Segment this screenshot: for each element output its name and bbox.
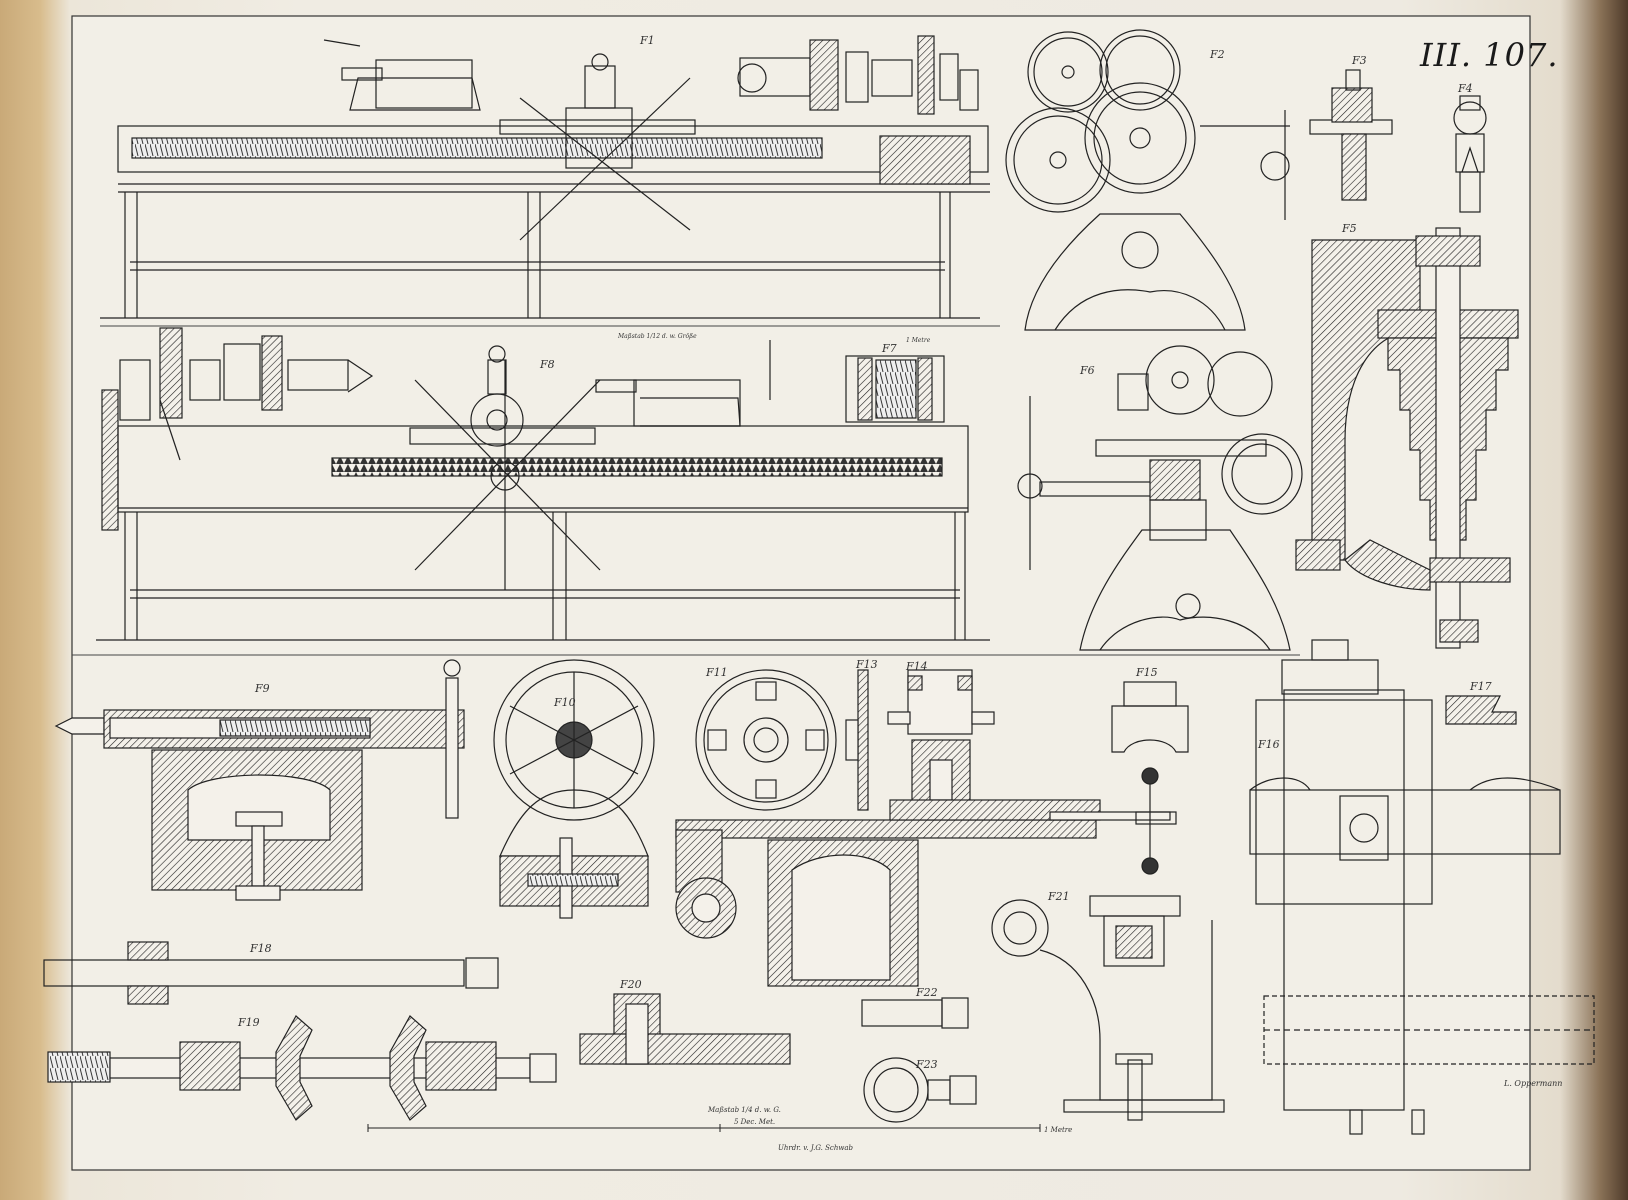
fig-label-f15: F15 (1135, 666, 1158, 679)
faceplate-side-f13 (845, 669, 869, 811)
fig-label-f13: F13 (855, 658, 878, 671)
printer-credit: Uhrdr. v. J.G. Schwab (778, 1144, 854, 1152)
fig-label-f20: F20 (619, 978, 642, 991)
top-scale-end: 1 Metre (906, 337, 931, 344)
bottom-scale-label: Maßstab 1/4 d. w. G. (707, 1106, 781, 1114)
eye-bolt-f23 (863, 1057, 977, 1123)
spindle-detail-f3 (1309, 69, 1393, 201)
bottom-scale-sub: 5 Dec. Met. (734, 1118, 775, 1126)
fig-label-f21: F21 (1047, 890, 1070, 903)
lathe-middle-elevation (96, 327, 990, 641)
gear-train-elevation (1005, 29, 1290, 331)
pin-f22 (861, 997, 969, 1029)
tailstock-section-f9 (54, 659, 465, 901)
flange-section-f20 (579, 993, 791, 1065)
carriage-section-f14 (675, 669, 1171, 987)
faceplate-f11 (695, 669, 837, 811)
fig-label-f7: F7 (881, 342, 897, 355)
fig-label-f23: F23 (915, 1058, 938, 1071)
fig-label-f1: F1 (639, 34, 655, 47)
fig-label-f8: F8 (539, 358, 555, 371)
section-dividers (72, 325, 1300, 656)
fig-label-f10: F10 (553, 696, 576, 709)
fig-label-f11: F11 (705, 666, 728, 679)
fig-label-f2: F2 (1209, 48, 1225, 61)
engraver-credit: L. Oppermann (1503, 1079, 1562, 1088)
fig-label-f4: F4 (1457, 82, 1473, 95)
headstock-end-view-f6 (1017, 345, 1303, 651)
centre-detail-f4 (1453, 95, 1487, 213)
fig-label-f14: F14 (905, 660, 928, 673)
plate-border (71, 15, 1531, 1171)
bearing-f15 (1111, 681, 1189, 875)
rack-detail-f7 (845, 355, 945, 423)
spindle-section-f19 (47, 1015, 557, 1121)
lathe-top-elevation (100, 35, 990, 319)
fig-label-f6: F6 (1079, 364, 1095, 377)
bottom-scale-end: 1 Metre (1044, 1126, 1072, 1134)
fig-label-f17: F17 (1469, 680, 1492, 693)
carriage-plan-f16 (1249, 639, 1595, 1135)
fig-label-f5: F5 (1341, 222, 1357, 235)
bracket-f21 (991, 895, 1225, 1121)
slide-section-f17 (1445, 695, 1517, 725)
fig-label-f9: F9 (254, 682, 270, 695)
headstock-section-f5 (1295, 227, 1519, 649)
plate-number: III. 107. (1420, 36, 1559, 74)
fig-label-f18: F18 (249, 942, 272, 955)
fig-label-f3: F3 (1351, 54, 1367, 67)
spindle-f18 (43, 941, 499, 1005)
bottom-scale-bar (367, 1124, 1041, 1132)
fig-label-f22: F22 (915, 986, 938, 999)
handwheel-f10 (493, 659, 655, 919)
top-scale-label: Maßstab 1/12 d. w. Größe (617, 333, 697, 340)
fig-label-f16: F16 (1257, 738, 1280, 751)
fig-label-f19: F19 (237, 1016, 260, 1029)
